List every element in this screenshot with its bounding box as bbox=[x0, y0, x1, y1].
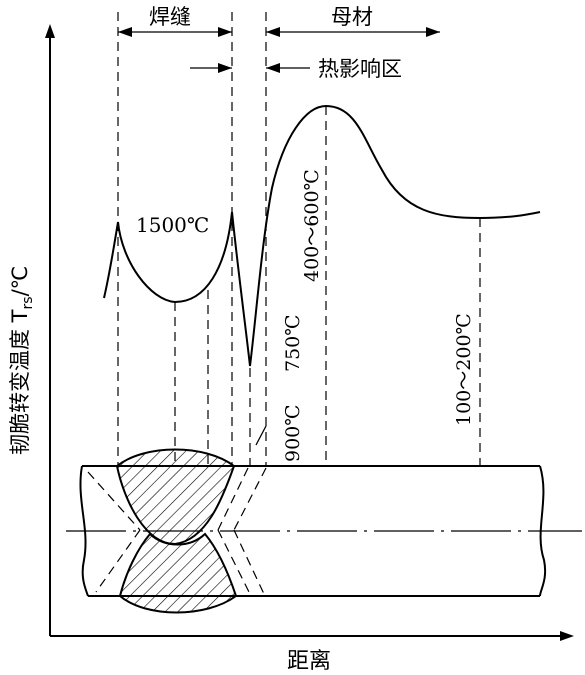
y-axis-arrow bbox=[45, 24, 55, 38]
weld-bead-lower bbox=[118, 532, 238, 614]
label-100-200: 100～200℃ bbox=[453, 313, 475, 426]
plate-section bbox=[66, 448, 582, 614]
haz-line-6 bbox=[233, 529, 265, 595]
transition-curve bbox=[103, 104, 541, 367]
haz-arrow-right bbox=[266, 63, 280, 73]
haz-line-4 bbox=[217, 529, 251, 595]
label-1500: 1500℃ bbox=[136, 213, 209, 237]
plate-left-break bbox=[79, 465, 89, 597]
guide-lines bbox=[117, 12, 481, 466]
label-400-600: 400～600℃ bbox=[301, 169, 323, 282]
label-900: 900℃ bbox=[282, 404, 304, 462]
weld-label: 焊缝 bbox=[149, 5, 191, 29]
haz-line-1 bbox=[87, 471, 141, 531]
haz-label: 热影响区 bbox=[318, 57, 402, 81]
haz-line-5 bbox=[233, 467, 267, 531]
base-metal-label: 母材 bbox=[331, 5, 373, 29]
leader-900 bbox=[255, 425, 267, 446]
base-bracket-arrow-left bbox=[266, 27, 280, 37]
weld-bead-upper bbox=[115, 448, 236, 546]
label-750: 750℃ bbox=[282, 314, 304, 372]
haz-arrow-left bbox=[218, 63, 232, 73]
base-bracket-arrow-right bbox=[426, 27, 440, 37]
weld-bracket-arrow-right bbox=[218, 27, 232, 37]
x-axis-arrow bbox=[560, 631, 574, 641]
zone-brackets: 焊缝 母材 热影响区 bbox=[118, 5, 440, 81]
y-axis-label: 韧脆转变温度 Trs/℃ bbox=[8, 266, 36, 455]
haz-line-3 bbox=[217, 467, 249, 531]
weld-bracket-arrow-left bbox=[118, 27, 132, 37]
plate-right-break bbox=[539, 465, 547, 597]
axes bbox=[45, 24, 574, 641]
x-axis-label: 距离 bbox=[287, 649, 331, 674]
haz-line-2 bbox=[95, 529, 141, 593]
